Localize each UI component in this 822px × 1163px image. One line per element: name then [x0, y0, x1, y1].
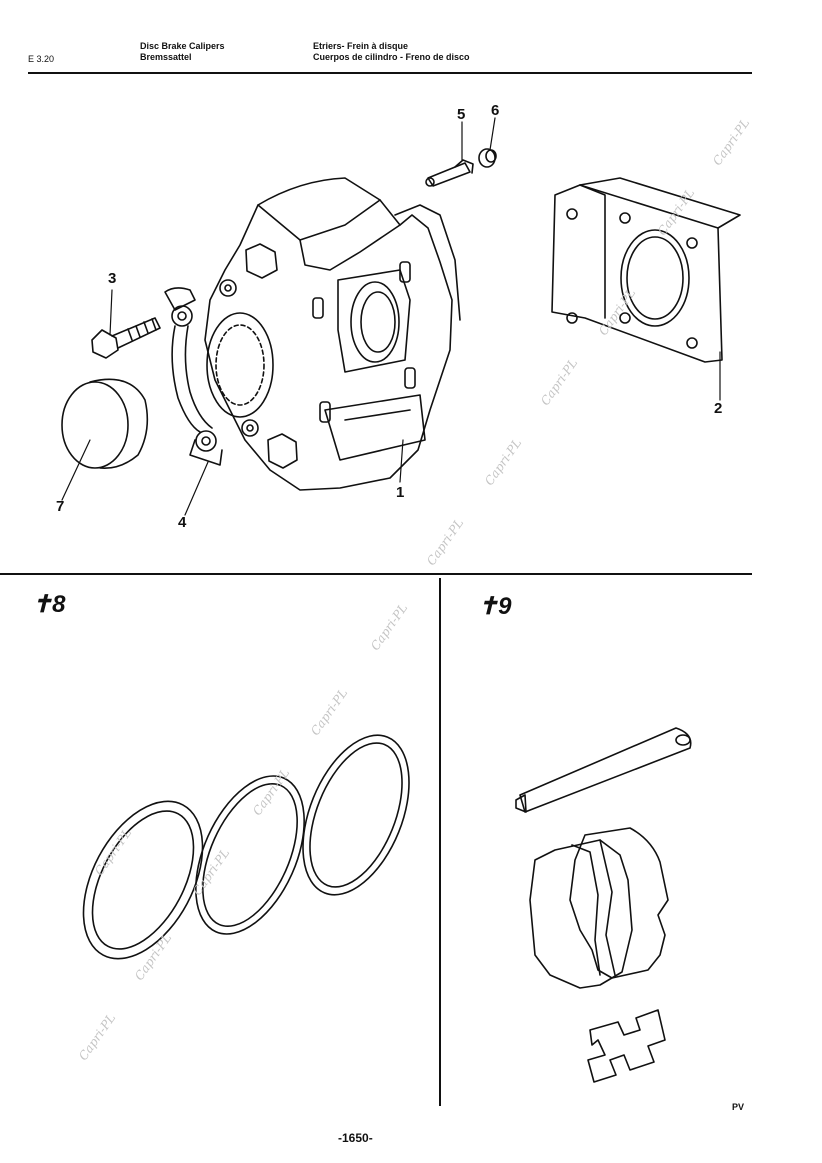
title-english-german: Disc Brake Calipers Bremssattel: [140, 41, 225, 63]
section-marker-9: ✝9: [478, 593, 512, 620]
bleed-screw-drawing: [425, 159, 474, 187]
callout-1: 1: [396, 484, 405, 501]
callout-3: 3: [108, 270, 117, 287]
section-divider: [0, 573, 752, 575]
locking-plate-drawing: [164, 287, 223, 466]
title-french: Etriers- Frein à disque: [313, 41, 409, 51]
callout-2: 2: [714, 400, 723, 417]
callout-leaders: [61, 117, 721, 516]
title-english: Disc Brake Calipers: [140, 41, 225, 51]
bolt-drawing: [91, 317, 161, 359]
title-spanish: Cuerpos de cilindro - Freno de disco: [313, 52, 470, 62]
title-french-spanish: Etriers- Frein à disque Cuerpos de cilin…: [313, 41, 470, 63]
callout-4: 4: [178, 514, 187, 531]
initials: PV: [732, 1102, 745, 1112]
retaining-pin-drawing: [515, 727, 692, 813]
section-marker-8: ✝8: [32, 591, 66, 618]
header-rule: [28, 72, 752, 74]
callout-5: 5: [457, 106, 466, 123]
callout-7: 7: [56, 498, 65, 515]
title-german: Bremssattel: [140, 52, 192, 62]
dust-cap-drawing: [478, 148, 497, 168]
anti-squeal-shim-drawing: [587, 1009, 666, 1083]
piston-drawing: [61, 378, 149, 470]
callout-6: 6: [491, 102, 500, 119]
caliper-body-drawing: [204, 177, 461, 491]
anti-rattle-plate-drawing: [551, 177, 741, 363]
column-divider: [439, 578, 441, 1106]
brake-pads-drawing: [529, 827, 669, 989]
seal-rings-drawing: [82, 734, 410, 960]
section-code: E 3.20: [28, 54, 55, 64]
page-number: -1650-: [338, 1131, 373, 1145]
